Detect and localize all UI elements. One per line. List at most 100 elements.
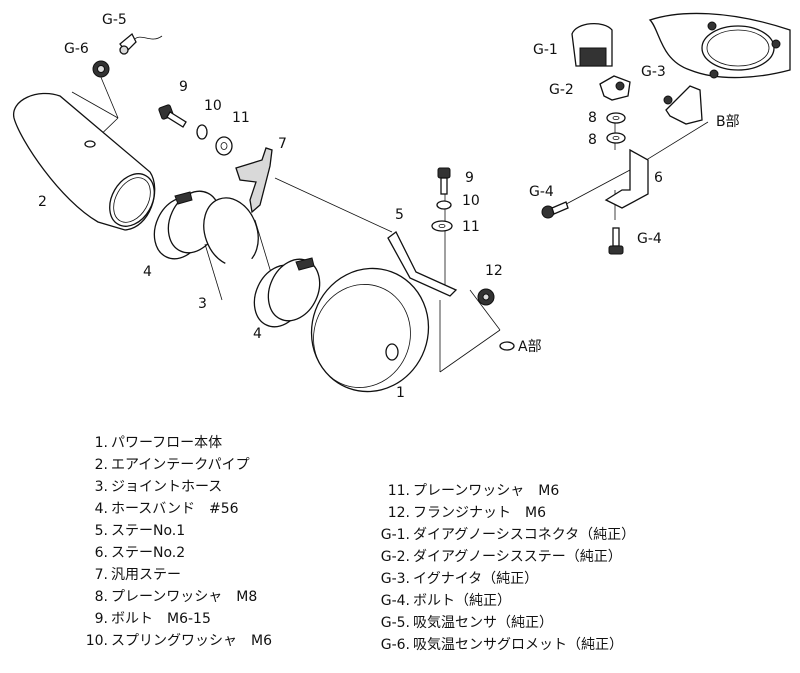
callout-8-top: 8 bbox=[588, 110, 597, 126]
legend-item-number: 6. bbox=[94, 545, 108, 561]
legend-item-number: 10. bbox=[85, 633, 108, 649]
callout-g6: G-6 bbox=[64, 41, 89, 57]
legend-item-number: 7. bbox=[94, 567, 108, 583]
callout-11-left: 11 bbox=[232, 110, 250, 126]
legend-item-number: G-6. bbox=[380, 637, 410, 653]
oem-bolt-bottom bbox=[608, 227, 624, 255]
legend-item: G-2.ダイアグノーシスステー（純正） bbox=[381, 546, 635, 568]
legend-item-text: スプリングワッシャ M6 bbox=[111, 633, 272, 649]
plain-washer-m8-bottom bbox=[606, 132, 626, 144]
legend-item-number: G-1. bbox=[380, 527, 410, 543]
section-a-marker bbox=[499, 341, 515, 351]
engine-bracket bbox=[648, 12, 791, 79]
legend-item-number: 1. bbox=[94, 435, 108, 451]
legend-item: 2.エアインテークパイプ bbox=[95, 454, 272, 476]
legend-item-number: G-2. bbox=[380, 549, 410, 565]
legend-item: 8.プレーンワッシャ M8 bbox=[95, 586, 272, 608]
callout-11-right: 11 bbox=[462, 219, 480, 235]
plain-washer-right bbox=[431, 220, 453, 232]
legend-item: 7.汎用ステー bbox=[95, 564, 272, 586]
callout-g5: G-5 bbox=[102, 12, 127, 28]
legend-item-text: ダイアグノーシスステー（純正） bbox=[413, 549, 622, 565]
legend-item: 4.ホースバンド #56 bbox=[95, 498, 272, 520]
hose-band-2 bbox=[253, 257, 321, 328]
callout-10-left: 10 bbox=[204, 98, 222, 114]
callout-b-section: B部 bbox=[716, 114, 740, 130]
legend-item-text: 吸気温センサ（純正） bbox=[413, 615, 553, 631]
callout-3: 3 bbox=[198, 296, 207, 312]
legend-item-number: 12. bbox=[387, 505, 410, 521]
legend-item: 12.フランジナット M6 bbox=[388, 502, 635, 524]
legend-item-text: フランジナット M6 bbox=[413, 505, 546, 521]
legend-item-number: 9. bbox=[94, 611, 108, 627]
callout-10-right: 10 bbox=[462, 193, 480, 209]
oem-bolt-left bbox=[541, 201, 569, 219]
legend-item: 5.ステーNo.1 bbox=[95, 520, 272, 542]
callout-4-lower: 4 bbox=[253, 326, 262, 342]
legend-item: 6.ステーNo.2 bbox=[95, 542, 272, 564]
legend-item: 3.ジョイントホース bbox=[95, 476, 272, 498]
legend-item: G-4.ボルト（純正） bbox=[381, 590, 635, 612]
callout-g4-left: G-4 bbox=[529, 184, 554, 200]
legend-item-number: 8. bbox=[94, 589, 108, 605]
legend-item-text: プレーンワッシャ M6 bbox=[413, 483, 560, 499]
callout-7: 7 bbox=[278, 136, 287, 152]
legend-item-text: イグナイタ（純正） bbox=[413, 571, 539, 587]
callout-g2: G-2 bbox=[549, 82, 574, 98]
legend-item: 10.スプリングワッシャ M6 bbox=[86, 630, 272, 652]
legend-item-text: 汎用ステー bbox=[111, 567, 181, 583]
legend-item-number: G-5. bbox=[380, 615, 410, 631]
legend-item-text: 吸気温センサグロメット（純正） bbox=[413, 637, 623, 653]
callout-9-right: 9 bbox=[465, 170, 474, 186]
intake-temp-sensor bbox=[119, 32, 163, 55]
legend-item-number: G-3. bbox=[380, 571, 410, 587]
callout-g1: G-1 bbox=[533, 42, 558, 58]
legend-item-number: 2. bbox=[94, 457, 108, 473]
legend-item: 11.プレーンワッシャ M6 bbox=[388, 480, 635, 502]
legend-item: G-3.イグナイタ（純正） bbox=[381, 568, 635, 590]
spring-washer-left bbox=[196, 124, 208, 140]
legend-item: G-5.吸気温センサ（純正） bbox=[381, 612, 635, 634]
stay-no1 bbox=[387, 231, 458, 297]
callout-5: 5 bbox=[395, 207, 404, 223]
callout-g3: G-3 bbox=[641, 64, 666, 80]
legend-item-number: 11. bbox=[387, 483, 410, 499]
callout-4-upper: 4 bbox=[143, 264, 152, 280]
callout-12: 12 bbox=[485, 263, 503, 279]
diagnosis-stay bbox=[599, 75, 631, 101]
callout-2: 2 bbox=[38, 194, 47, 210]
legend-item-number: 4. bbox=[94, 501, 108, 517]
stay-no2 bbox=[604, 148, 649, 209]
legend-item: 9.ボルト M6-15 bbox=[95, 608, 272, 630]
joint-hose bbox=[203, 197, 274, 325]
callout-6: 6 bbox=[654, 170, 663, 186]
diagnosis-connector bbox=[571, 23, 613, 67]
callout-a-section: A部 bbox=[518, 339, 542, 355]
sensor-grommet bbox=[92, 60, 110, 78]
legend-item-number: 5. bbox=[94, 523, 108, 539]
legend-item-text: パワーフロー本体 bbox=[111, 435, 223, 451]
callout-g4-bottom: G-4 bbox=[637, 231, 662, 247]
bolt-m6-left bbox=[158, 104, 187, 128]
bolt-m6-right bbox=[437, 167, 451, 195]
legend-item-text: ホースバンド #56 bbox=[111, 501, 239, 517]
air-intake-pipe bbox=[13, 92, 156, 231]
legend-item-text: ボルト（純正） bbox=[413, 593, 511, 609]
legend-item-number: G-4. bbox=[380, 593, 410, 609]
legend-item-text: ジョイントホース bbox=[111, 479, 223, 495]
legend-item-text: ダイアグノーシスコネクタ（純正） bbox=[413, 527, 636, 543]
legend-item: 1.パワーフロー本体 bbox=[95, 432, 272, 454]
plain-washer-left bbox=[215, 136, 233, 156]
callout-1: 1 bbox=[396, 385, 405, 401]
legend-item: G-1.ダイアグノーシスコネクタ（純正） bbox=[381, 524, 636, 546]
legend-item-text: エアインテークパイプ bbox=[111, 457, 250, 473]
legend-item-number: 3. bbox=[94, 479, 108, 495]
igniter bbox=[663, 85, 703, 125]
plain-washer-m8-top bbox=[606, 112, 626, 124]
spring-washer-right bbox=[436, 200, 452, 210]
legend-item-text: ボルト M6-15 bbox=[111, 611, 211, 627]
exploded-parts-diagram: G-5 G-6 G-1 G-2 G-3 G-4 G-4 9 10 11 7 2 … bbox=[13, 12, 791, 401]
power-flow-body bbox=[310, 267, 430, 393]
